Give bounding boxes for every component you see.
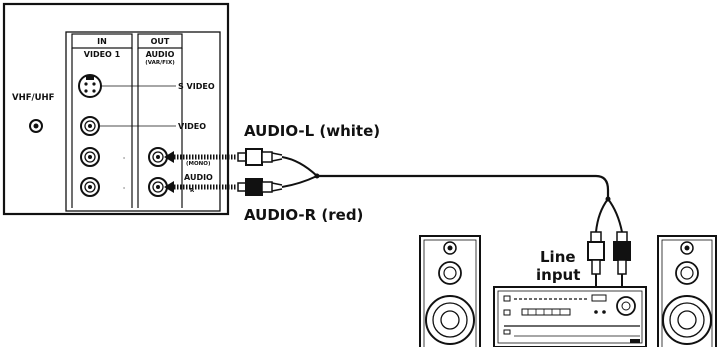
- vhf-uhf-label: VHF/UHF: [12, 93, 55, 103]
- video-jack[interactable]: [80, 116, 100, 136]
- right-speaker: [657, 235, 717, 347]
- in-dot-l: ·: [123, 156, 125, 162]
- tv-rear-panel: IN VIDEO 1 OUT AUDIO (VAR/FIX) VHF/UHF: [2, 2, 230, 216]
- insert-arrow-l: [164, 151, 236, 163]
- audio-label: AUDIO: [184, 173, 213, 182]
- s-video-jack[interactable]: [78, 74, 102, 98]
- vhf-uhf-jack[interactable]: [29, 119, 43, 133]
- receiver-unit: [493, 286, 647, 347]
- audio-r-plug[interactable]: [237, 178, 283, 196]
- audio-cable: [164, 148, 631, 290]
- in-dot-r: ·: [123, 186, 125, 192]
- audio-l-plug[interactable]: [237, 148, 283, 166]
- in-header-label: IN: [97, 37, 107, 46]
- in-header: IN VIDEO 1: [71, 33, 133, 208]
- s-video-label: S VIDEO: [178, 82, 215, 91]
- line-input-plug-l[interactable]: [587, 231, 605, 290]
- audio-l-label: AUDIO-L (white): [244, 122, 380, 140]
- left-speaker: [419, 235, 481, 347]
- out-audio-l-jack[interactable]: [148, 147, 168, 167]
- insert-arrow-r: [164, 181, 236, 193]
- r-mark: R: [190, 188, 195, 194]
- out-sub2-label: (VAR/FIX): [145, 60, 175, 66]
- line-input-label-1: Line: [540, 248, 576, 266]
- audio-r-label: AUDIO-R (red): [244, 206, 363, 224]
- line-input-label-2: input: [536, 266, 580, 284]
- mono-label: (MONO): [186, 161, 211, 167]
- out-header-label: OUT: [151, 37, 170, 46]
- video-label: VIDEO: [178, 122, 206, 131]
- out-header: OUT AUDIO (VAR/FIX): [137, 33, 183, 208]
- line-input-plug-r[interactable]: [613, 231, 631, 290]
- in-sub-label: VIDEO 1: [84, 50, 121, 59]
- stereo-system: [419, 235, 717, 347]
- in-audio-l-jack[interactable]: [80, 147, 100, 167]
- in-audio-r-jack[interactable]: [80, 177, 100, 197]
- out-sub-label: AUDIO: [146, 50, 175, 59]
